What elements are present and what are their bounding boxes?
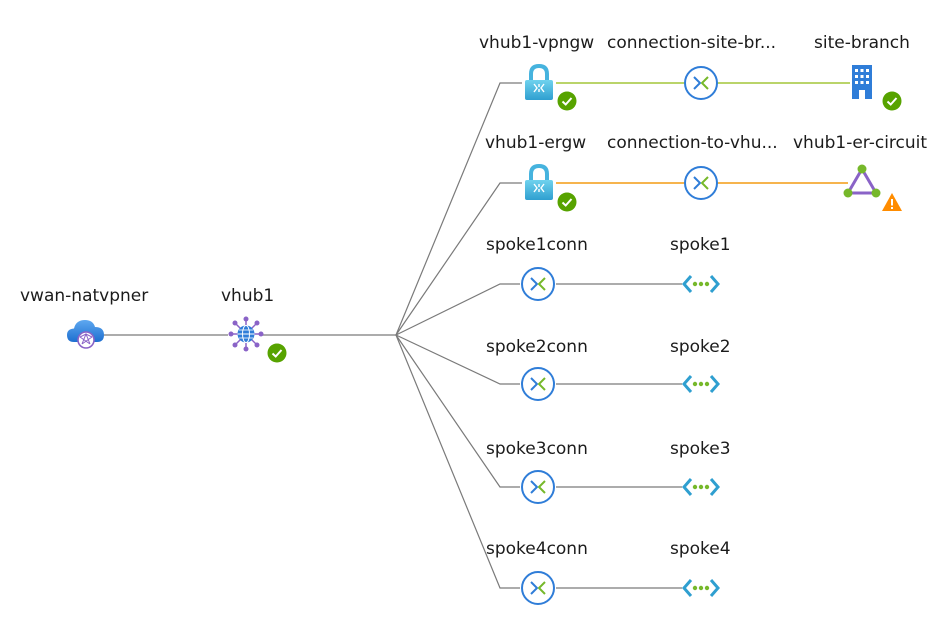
- vhub-status-ok: [267, 343, 287, 363]
- spoke4-label: spoke4: [670, 539, 731, 559]
- connection-icon: [521, 571, 555, 605]
- connection-icon: [521, 367, 555, 401]
- vpngw-node[interactable]: [522, 64, 556, 102]
- connection-icon: [521, 470, 555, 504]
- site-branch-node[interactable]: [849, 64, 875, 100]
- virtual-network-icon: [682, 375, 720, 393]
- edge-trunk-ergw: [395, 182, 522, 336]
- vhub-label: vhub1: [221, 286, 275, 306]
- conn-vhub-label: connection-to-vhu...: [607, 133, 778, 153]
- spoke1conn-label: spoke1conn: [486, 235, 588, 255]
- vpngw-label: vhub1-vpngw: [479, 33, 595, 53]
- virtual-network-icon: [682, 579, 720, 597]
- vpn-gateway-icon: [525, 164, 553, 200]
- vpngw-status-ok: [557, 91, 577, 111]
- connection-icon: [521, 267, 555, 301]
- conn-site-node[interactable]: [683, 65, 719, 101]
- edge-trunk-spoke2conn: [395, 334, 520, 385]
- spoke4-node[interactable]: [682, 578, 720, 598]
- er-circuit-node[interactable]: [843, 163, 881, 201]
- spoke1-label: spoke1: [670, 235, 731, 255]
- site-branch-label: site-branch: [814, 33, 910, 53]
- spoke2-label: spoke2: [670, 337, 731, 357]
- virtual-wan-icon: [67, 320, 104, 349]
- edge-trunk-spoke3conn: [395, 334, 520, 488]
- connection-icon: [684, 66, 718, 100]
- spoke3-node[interactable]: [682, 477, 720, 497]
- ergw-status-ok: [557, 192, 577, 212]
- connection-icon: [684, 166, 718, 200]
- warning-icon: [882, 193, 902, 211]
- spoke4conn-label: spoke4conn: [486, 539, 588, 559]
- check-circle-icon: [882, 91, 902, 111]
- expressroute-circuit-icon: [843, 164, 881, 198]
- edge-trunk-spoke4conn: [395, 334, 520, 589]
- check-circle-icon: [267, 343, 287, 363]
- vwan-label: vwan-natvpner: [20, 286, 149, 306]
- vwan-node[interactable]: [66, 316, 106, 352]
- virtual-hub-icon: [228, 316, 264, 352]
- spoke3conn-label: spoke3conn: [486, 439, 588, 459]
- spoke1-node[interactable]: [682, 274, 720, 294]
- check-circle-icon: [557, 91, 577, 111]
- edge-trunk-vpngw: [395, 82, 522, 336]
- er-circuit-label: vhub1-er-circuit: [793, 133, 928, 153]
- spoke2conn-label: spoke2conn: [486, 337, 588, 357]
- virtual-network-icon: [682, 275, 720, 293]
- conn-vhub-node[interactable]: [683, 165, 719, 201]
- spoke2conn-node[interactable]: [520, 366, 556, 402]
- conn-site-label: connection-site-br...: [607, 33, 777, 53]
- spoke4conn-node[interactable]: [520, 570, 556, 606]
- er-circuit-status-warning: [881, 192, 903, 212]
- check-circle-icon: [557, 192, 577, 212]
- edge-trunk-spoke1conn: [395, 283, 520, 336]
- site-branch-status-ok: [882, 91, 902, 111]
- spoke2-node[interactable]: [682, 374, 720, 394]
- spoke3conn-node[interactable]: [520, 469, 556, 505]
- virtual-network-icon: [682, 478, 720, 496]
- vhub-node[interactable]: [228, 316, 264, 352]
- ergw-node[interactable]: [522, 164, 556, 202]
- ergw-label: vhub1-ergw: [485, 133, 587, 153]
- vpn-gateway-icon: [525, 64, 553, 100]
- building-icon: [852, 65, 872, 99]
- spoke3-label: spoke3: [670, 439, 731, 459]
- spoke1conn-node[interactable]: [520, 266, 556, 302]
